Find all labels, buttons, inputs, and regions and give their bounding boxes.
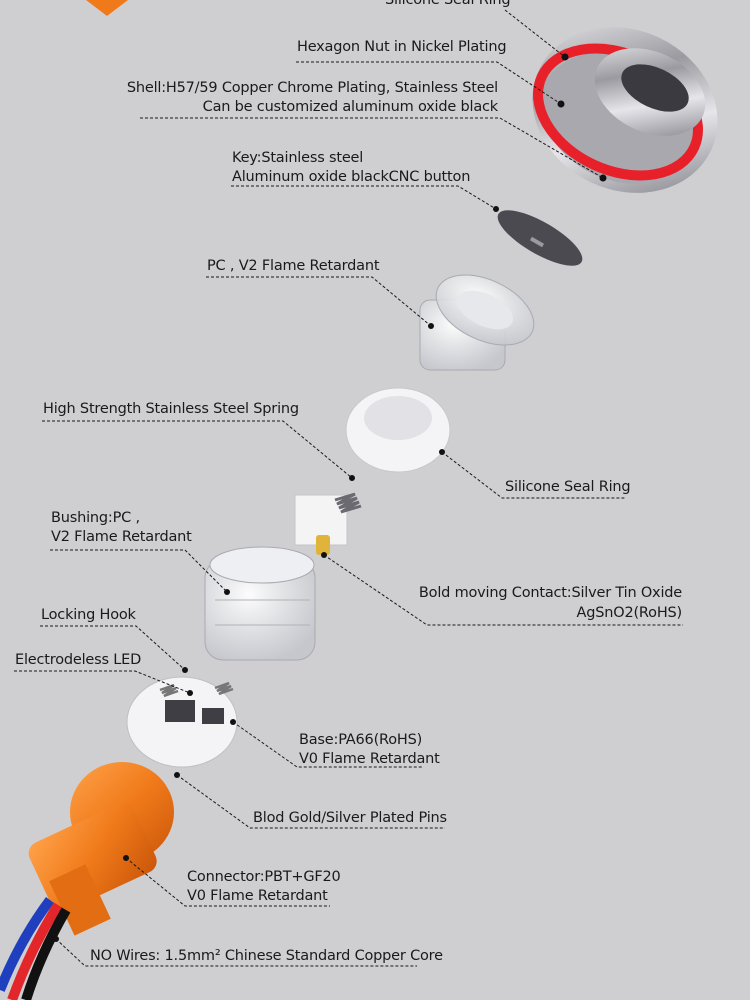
shell-nut-assembly [532, 27, 718, 193]
leader-lines [14, 9, 683, 967]
clear-bushing [204, 546, 316, 661]
label-led: Electrodeless LED [15, 652, 142, 668]
corner-arrow-icon [86, 0, 128, 16]
silicone-seal-middle [345, 387, 451, 473]
label-key-line1: Key:Stainless steel [232, 150, 364, 166]
label-silicone-seal-top: Silicone Seal Ring [385, 0, 511, 8]
label-connector-line2: V0 Flame Retardant [187, 888, 328, 904]
label-key-line2: Aluminum oxide blackCNC button [232, 169, 471, 185]
label-silicone-seal-mid: Silicone Seal Ring [505, 479, 631, 495]
label-contact-line2: AgSnO2(RoHS) [576, 605, 683, 621]
label-shell-line2: Can be customized aluminum oxide black [202, 99, 499, 115]
label-locking-hook: Locking Hook [41, 607, 136, 623]
label-base-line1: Base:PA66(RoHS) [299, 732, 423, 748]
label-bushing-line2: V2 Flame Retardant [51, 529, 192, 545]
pc-actuator [419, 274, 535, 371]
label-contact-line1: Bold moving Contact:Silver Tin Oxide [418, 585, 682, 601]
label-base-line2: V0 Flame Retardant [299, 751, 440, 767]
label-pc-actuator: PC , V2 Flame Retardant [207, 258, 380, 274]
label-spring: High Strength Stainless Steel Spring [43, 401, 299, 417]
key-disc [493, 206, 583, 266]
label-hex-nut: Hexagon Nut in Nickel Plating [297, 39, 507, 55]
spring-contact-block [294, 475, 362, 558]
label-wires: NO Wires: 1.5mm² Chinese Standard Copper… [90, 948, 443, 964]
label-shell-line1: Shell:H57/59 Copper Chrome Plating, Stai… [126, 80, 498, 96]
label-connector-line1: Connector:PBT+GF20 [187, 869, 341, 885]
base-assembly [126, 667, 238, 778]
orange-connector [28, 762, 174, 936]
label-bushing-line1: Bushing:PC , [51, 510, 140, 526]
wires [0, 897, 71, 1000]
label-pins: Blod Gold/Silver Plated Pins [253, 810, 447, 826]
